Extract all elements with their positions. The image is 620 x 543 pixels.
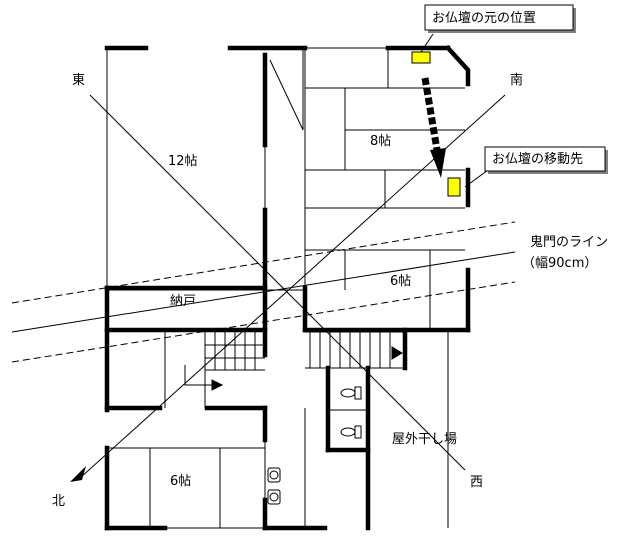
storage-label: 納戸: [170, 294, 196, 309]
toilet-icon: [340, 425, 362, 439]
room-12-label: 12帖: [168, 154, 198, 169]
interior-thin-lines: [106, 47, 465, 529]
altar-new-marker: [447, 177, 461, 197]
compass-west: 西: [470, 475, 483, 490]
stair-arrows: [184, 346, 403, 391]
stair-arrow-right: [391, 346, 403, 360]
compass-north: 北: [52, 494, 65, 509]
callout-new: お仏壇の移動先: [484, 146, 608, 174]
callout-new-text: お仏壇の移動先: [492, 151, 583, 167]
east-west-diagonal: [89, 94, 466, 471]
room-6-bottom-label: 6帖: [170, 474, 191, 489]
drying-area-label: 屋外干し場: [392, 432, 457, 447]
callout-original-text: お仏壇の元の位置: [432, 10, 536, 26]
compass-east: 東: [72, 72, 85, 88]
thick-walls: [104, 44, 471, 531]
stove-burner-icon: [267, 467, 281, 505]
callout-original: お仏壇の元の位置: [424, 4, 576, 33]
compass-south: 南: [510, 72, 523, 88]
move-arrow-icon: [421, 77, 441, 151]
move-arrowhead: [430, 148, 446, 178]
room-8-label: 8帖: [370, 134, 391, 149]
north-arrowhead: [70, 466, 86, 482]
kimon-line-width: （幅90cm）: [522, 256, 597, 271]
toilet-icon: [340, 386, 362, 400]
altar-original-marker: [411, 51, 431, 64]
room-6-mid-label: 6帖: [390, 274, 411, 289]
kimon-line-title: 鬼門のライン: [530, 234, 608, 250]
